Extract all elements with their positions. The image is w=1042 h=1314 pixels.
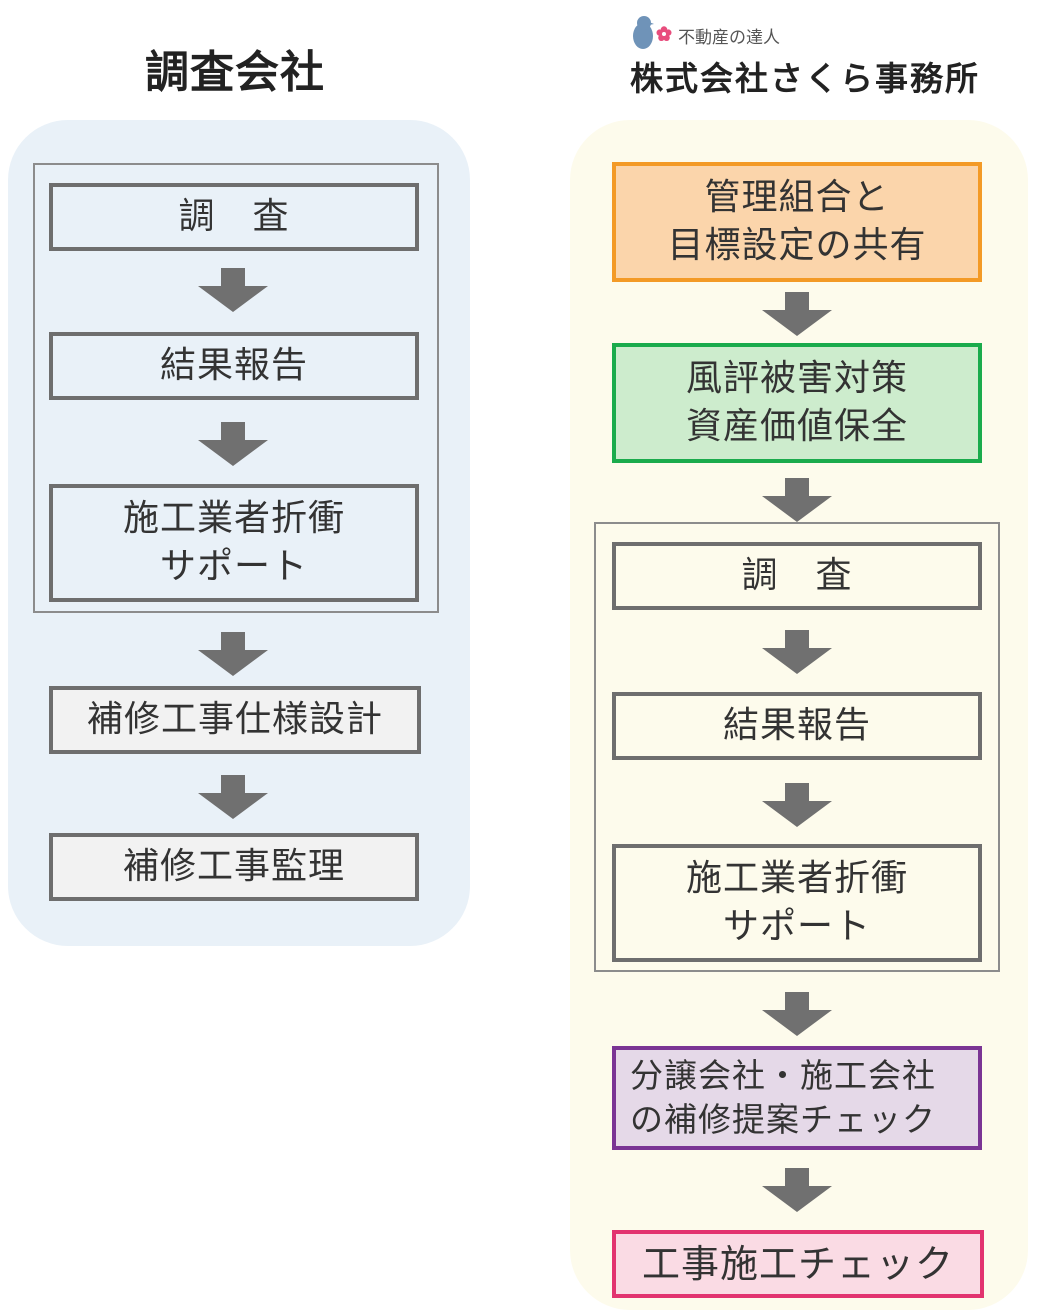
arrow-down-icon xyxy=(762,1168,832,1212)
arrow-down-icon xyxy=(762,478,832,522)
arrow-down-icon xyxy=(762,992,832,1036)
left-survey-group xyxy=(33,163,439,613)
arrow-down-icon xyxy=(198,422,268,466)
left-step-contractor-support: 施工業者折衝 サポート xyxy=(49,484,419,602)
logo-tagline: 不動産の達人 xyxy=(678,28,780,48)
arrow-down-icon xyxy=(198,775,268,819)
left-step-report: 結果報告 xyxy=(49,332,419,400)
right-survey-group xyxy=(594,522,1000,972)
left-column-title: 調査会社 xyxy=(145,47,325,98)
right-step-contractor-support: 施工業者折衝 サポート xyxy=(612,844,982,962)
company-name: 株式会社さくら事務所 xyxy=(630,59,980,98)
bird-icon xyxy=(632,14,654,50)
right-step-goal-sharing: 管理組合と 目標設定の共有 xyxy=(612,162,982,282)
arrow-down-icon xyxy=(762,630,832,674)
arrow-down-icon xyxy=(762,783,832,827)
arrow-down-icon xyxy=(762,292,832,336)
right-step-report: 結果報告 xyxy=(612,692,982,760)
right-step-repair-proposal-check: 分譲会社・施工会社 の補修提案チェック xyxy=(612,1046,982,1150)
sakura-logo: 不動産の達人 株式会社さくら事務所 xyxy=(600,8,1000,98)
left-step-repair-supervision: 補修工事監理 xyxy=(49,833,419,901)
arrow-down-icon xyxy=(198,632,268,676)
right-step-survey: 調 査 xyxy=(612,542,982,610)
right-step-asset-preservation: 風評被害対策 資産価値保全 xyxy=(612,343,982,463)
arrow-down-icon xyxy=(198,268,268,312)
right-step-construction-check: 工事施工チェック xyxy=(612,1230,984,1298)
left-step-repair-spec-design: 補修工事仕様設計 xyxy=(49,686,421,754)
sakura-flower-icon xyxy=(656,26,672,42)
left-step-survey: 調 査 xyxy=(49,183,419,251)
